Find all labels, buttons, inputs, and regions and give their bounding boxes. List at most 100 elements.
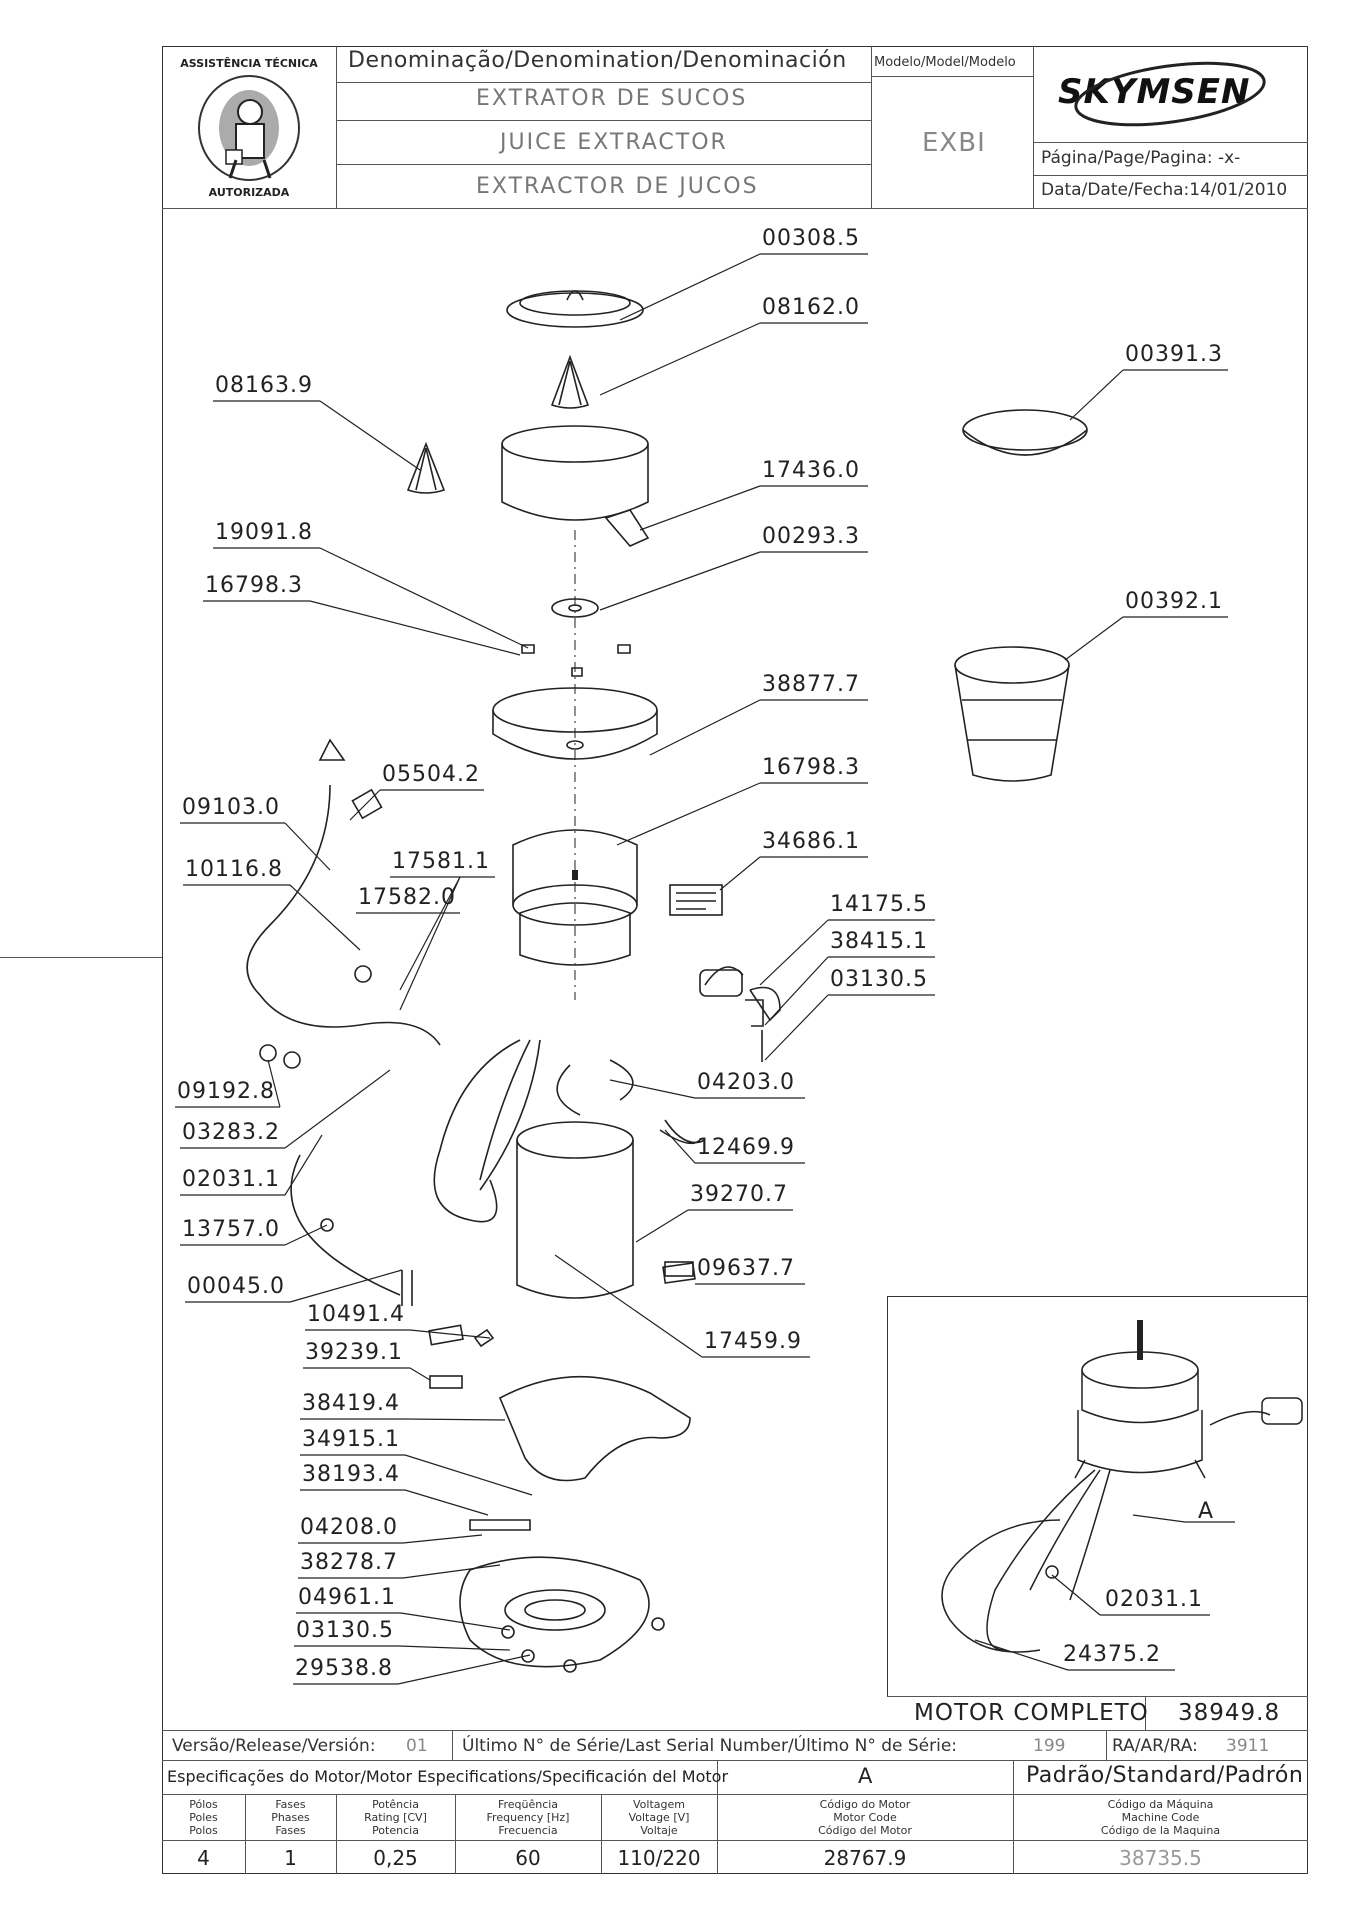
spec-divider (455, 1794, 456, 1874)
part-number-label: 03130.5 (296, 1618, 394, 1643)
motor-detail-box (887, 1296, 1308, 1696)
date-label: Data/Date/Fecha:14/01/2010 (1041, 180, 1288, 200)
part-number-label: 17581.1 (392, 849, 490, 874)
part-number-label: 17582.0 (358, 885, 456, 910)
version-value: 01 (406, 1736, 428, 1756)
spec-column-label: Freqüência Frequency [Hz] Frecuencia (486, 1798, 570, 1837)
spec-column-label: Código da Máquina Machine Code Código de… (1100, 1798, 1221, 1837)
part-number-label: 00308.5 (762, 226, 860, 251)
header-rule (336, 120, 871, 121)
spec-motor-ref: A (858, 1764, 873, 1788)
part-number-label: 38278.7 (300, 1550, 398, 1575)
part-number-label: 09103.0 (182, 795, 280, 820)
serial-value: 199 (1033, 1736, 1066, 1756)
part-number-label: 39239.1 (305, 1340, 403, 1365)
part-number-label: 38415.1 (830, 929, 928, 954)
part-number-label: 16798.3 (205, 573, 303, 598)
part-number-label: 03283.2 (182, 1120, 280, 1145)
part-number-label: 00392.1 (1125, 589, 1223, 614)
reamer-large-shape (550, 354, 590, 409)
spec-column-value: 110/220 (617, 1846, 701, 1870)
product-name-pt: EXTRATOR DE SUCOS (476, 86, 748, 111)
margin-rule (0, 957, 162, 958)
release-divider (452, 1730, 453, 1760)
spec-column-label: Pólos Poles Polos (189, 1798, 218, 1837)
part-number-label: 02031.1 (182, 1167, 280, 1192)
part-number-label: 05504.2 (382, 762, 480, 787)
header-rule (1033, 175, 1308, 176)
spec-column-label: Voltagem Voltage [V] Voltaje (628, 1798, 690, 1837)
washer-shape (551, 598, 599, 618)
part-number-label: 10116.8 (185, 857, 283, 882)
part-number-label: 16798.3 (762, 755, 860, 780)
spec-row-top (162, 1760, 1308, 1761)
part-number-label: 09637.7 (697, 1256, 795, 1281)
spec-divider (601, 1794, 602, 1874)
spec-divider (717, 1760, 718, 1874)
part-number-label: 12469.9 (697, 1135, 795, 1160)
part-number-label: 09192.8 (177, 1079, 275, 1104)
header-divider (1033, 46, 1034, 208)
bottom-plate-shape (459, 1556, 650, 1668)
spec-divider (1013, 1760, 1014, 1874)
part-number-label: 34915.1 (302, 1427, 400, 1452)
spec-column-value: 60 (515, 1846, 541, 1870)
part-number-label: 19091.8 (215, 520, 313, 545)
spec-values-rule (162, 1840, 1308, 1841)
spec-column-label: Potência Rating [CV] Potencia (364, 1798, 427, 1837)
spec-header-rule (162, 1794, 1308, 1795)
spec-column-value: 1 (284, 1846, 297, 1870)
serial-label: Último N° de Série/Last Serial Number/Úl… (462, 1736, 958, 1756)
part-number-label: 34686.1 (762, 829, 860, 854)
cup-shape (954, 646, 1070, 684)
part-number-label: 39270.7 (690, 1182, 788, 1207)
product-name-en: JUICE EXTRACTOR (500, 130, 728, 155)
part-number-label: 29538.8 (295, 1656, 393, 1681)
drawing-frame (162, 46, 1308, 1874)
model-label: Modelo/Model/Modelo (874, 55, 1016, 70)
part-number-label: 14175.5 (830, 892, 928, 917)
spec-column-value: 0,25 (373, 1846, 418, 1870)
ra-value: 3911 (1226, 1736, 1270, 1756)
part-number-label: 00293.3 (762, 524, 860, 549)
part-number-label: 04203.0 (697, 1070, 795, 1095)
denomination-label: Denominação/Denomination/Denominación (348, 48, 847, 73)
part-number-label: 03130.5 (830, 967, 928, 992)
spec-column-value: 38735.5 (1119, 1846, 1202, 1870)
part-number-label: 00045.0 (187, 1274, 285, 1299)
spec-title: Especificações do Motor/Motor Especifica… (167, 1767, 729, 1786)
motor-box-rule (887, 1696, 1308, 1697)
part-number-label: 02031.1 (1105, 1587, 1203, 1612)
part-number-label: 38193.4 (302, 1462, 400, 1487)
part-number-label: 00391.3 (1125, 342, 1223, 367)
header-divider (871, 46, 872, 208)
header-rule (871, 76, 1033, 77)
label-plate-shape (669, 884, 723, 916)
header-rule (336, 164, 871, 165)
page-label: Página/Page/Pagina: -x- (1041, 148, 1241, 168)
spec-divider (336, 1794, 337, 1874)
spec-column-label: Código do Motor Motor Code Código del Mo… (818, 1798, 912, 1837)
part-number-label: 38419.4 (302, 1391, 400, 1416)
motor-complete-code: 38949.8 (1178, 1700, 1281, 1726)
spec-column-value: 28767.9 (823, 1846, 907, 1870)
release-divider (1106, 1730, 1107, 1760)
reamer-small-shape (406, 441, 446, 494)
product-name-es: EXTRACTOR DE JUCOS (476, 174, 759, 199)
spec-column-label: Fases Phases Fases (271, 1798, 310, 1837)
motor-complete-label: MOTOR COMPLETO (914, 1700, 1149, 1726)
part-number-label: 04208.0 (300, 1515, 398, 1540)
strainer-shape (962, 409, 1088, 451)
part-number-label: 17459.9 (704, 1329, 802, 1354)
spec-divider (245, 1794, 246, 1874)
part-number-label: 38877.7 (762, 672, 860, 697)
model-value: EXBI (922, 128, 986, 158)
header-rule (1033, 142, 1308, 143)
part-number-label: 08163.9 (215, 373, 313, 398)
bowl-shape (501, 444, 649, 521)
motor-box-divider (1145, 1696, 1146, 1730)
spec-column-value: 4 (197, 1846, 210, 1870)
part-number-label: A (1198, 1499, 1214, 1524)
header-rule (336, 82, 871, 83)
